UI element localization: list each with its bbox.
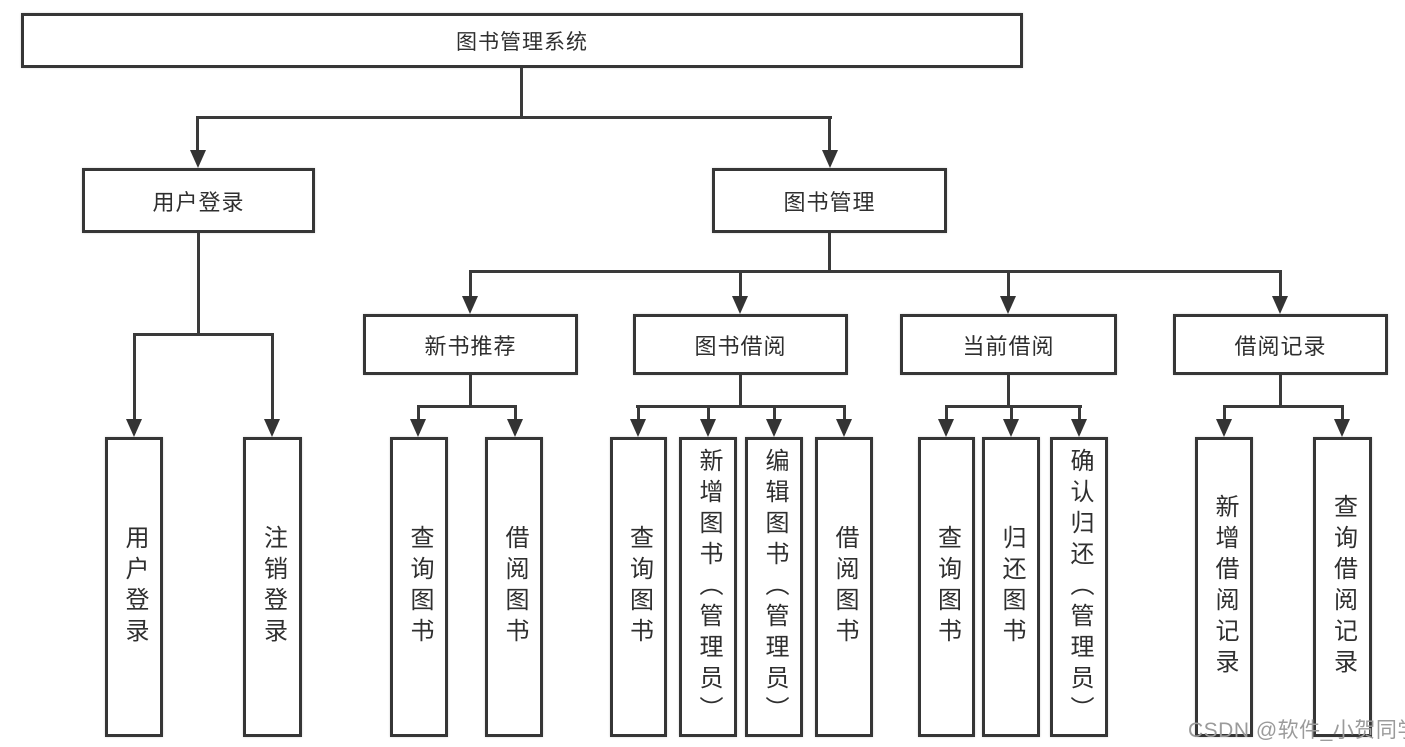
node-label: 当前借阅 xyxy=(962,333,1055,359)
arrowhead-icon xyxy=(1000,296,1016,314)
arrowhead-icon xyxy=(836,419,852,437)
node-label: 编辑图书（管理员） xyxy=(761,447,788,727)
node-label: 查询图书 xyxy=(625,525,653,649)
leaf-confirm-return-admin: 确认归还（管理员） xyxy=(1050,437,1108,737)
node-label: 查询图书 xyxy=(406,525,433,649)
arrowhead-icon xyxy=(700,419,716,437)
connector-borrowing-records-stem xyxy=(1279,375,1282,407)
leaf-edit-books-admin: 编辑图书（管理员） xyxy=(745,437,803,737)
node-current-borrowing: 当前借阅 xyxy=(900,314,1117,375)
connector-book-mgmt-branch xyxy=(469,270,1282,273)
node-borrowing-records: 借阅记录 xyxy=(1173,314,1388,375)
leaf-query-books-new-rec: 查询图书 xyxy=(390,437,448,737)
connector-current-borrowing-stem xyxy=(1007,375,1010,407)
connector-book-borrowing-stem xyxy=(739,375,742,407)
arrowhead-icon xyxy=(126,419,142,437)
arrowhead-icon xyxy=(766,419,782,437)
node-label: 新增图书（管理员） xyxy=(695,447,722,727)
arrowhead-icon xyxy=(507,419,523,437)
arrowhead-icon xyxy=(1272,296,1288,314)
leaf-borrow-books-new-rec: 借阅图书 xyxy=(485,437,543,737)
arrowhead-icon xyxy=(1334,419,1350,437)
node-label: 借阅图书 xyxy=(501,525,528,649)
arrowhead-icon xyxy=(410,419,426,437)
connector-to-new-book-rec xyxy=(469,270,472,298)
leaf-return-books: 归还图书 xyxy=(982,437,1040,737)
connector-to-current-borrowing xyxy=(1007,270,1010,298)
node-label: 图书管理 xyxy=(783,189,876,215)
leaf-query-books-current: 查询图书 xyxy=(918,437,975,737)
connector-to-user-login xyxy=(196,116,199,154)
connector-to-book-borrowing xyxy=(739,270,742,298)
connector-book-mgmt-stem xyxy=(828,233,831,273)
arrowhead-icon xyxy=(190,150,206,168)
node-label: 图书管理系统 xyxy=(456,30,588,54)
connector-new-book-stem xyxy=(469,375,472,407)
node-label: 借阅记录 xyxy=(1234,333,1327,359)
arrowhead-icon xyxy=(1216,419,1232,437)
node-label: 借阅图书 xyxy=(831,525,858,649)
node-label: 查询图书 xyxy=(933,525,961,649)
node-user-login: 用户登录 xyxy=(82,168,315,233)
node-label: 用户登录 xyxy=(152,189,245,215)
node-library-management-system: 图书管理系统 xyxy=(21,13,1023,68)
leaf-user-login: 用户登录 xyxy=(105,437,163,737)
arrowhead-icon xyxy=(938,419,954,437)
connector-root-branch xyxy=(196,116,832,119)
leaf-query-borrow-record: 查询借阅记录 xyxy=(1313,437,1372,737)
arrowhead-icon xyxy=(462,296,478,314)
connector-to-borrowing-records xyxy=(1279,270,1282,298)
arrowhead-icon xyxy=(264,419,280,437)
connector-book-borrowing-branch xyxy=(636,405,846,408)
connector-borrowing-records-branch xyxy=(1223,405,1344,408)
node-book-management: 图书管理 xyxy=(712,168,947,233)
connector-to-leaf-user-login xyxy=(133,333,136,433)
arrowhead-icon xyxy=(1071,419,1087,437)
node-label: 用户登录 xyxy=(121,525,148,649)
connector-new-book-branch xyxy=(417,405,517,408)
node-label: 确认归还（管理员） xyxy=(1066,447,1093,727)
arrowhead-icon xyxy=(1003,419,1019,437)
node-book-borrowing: 图书借阅 xyxy=(633,314,848,375)
node-label: 查询借阅记录 xyxy=(1329,494,1357,680)
csdn-watermark: CSDN @软件_小贺同学 xyxy=(1188,719,1405,742)
leaf-add-borrow-record: 新增借阅记录 xyxy=(1195,437,1253,737)
leaf-logout: 注销登录 xyxy=(243,437,302,737)
node-label: 新书推荐 xyxy=(424,333,517,359)
connector-current-borrowing-branch xyxy=(945,405,1082,408)
connector-root-stem xyxy=(520,68,523,118)
node-label: 新增借阅记录 xyxy=(1211,494,1238,680)
leaf-query-books-borrowing: 查询图书 xyxy=(610,437,667,737)
connector-to-book-mgmt xyxy=(828,116,831,154)
connector-to-leaf-logout xyxy=(271,333,274,433)
connector-user-login-stem xyxy=(197,233,200,335)
node-new-book-recommendation: 新书推荐 xyxy=(363,314,578,375)
node-label: 归还图书 xyxy=(998,525,1025,649)
node-label: 图书借阅 xyxy=(694,333,787,359)
leaf-add-books-admin: 新增图书（管理员） xyxy=(679,437,737,737)
leaf-borrow-books-borrowing: 借阅图书 xyxy=(815,437,873,737)
arrowhead-icon xyxy=(822,150,838,168)
arrowhead-icon xyxy=(732,296,748,314)
arrowhead-icon xyxy=(630,419,646,437)
connector-user-login-branch xyxy=(133,333,274,336)
node-label: 注销登录 xyxy=(259,525,287,649)
